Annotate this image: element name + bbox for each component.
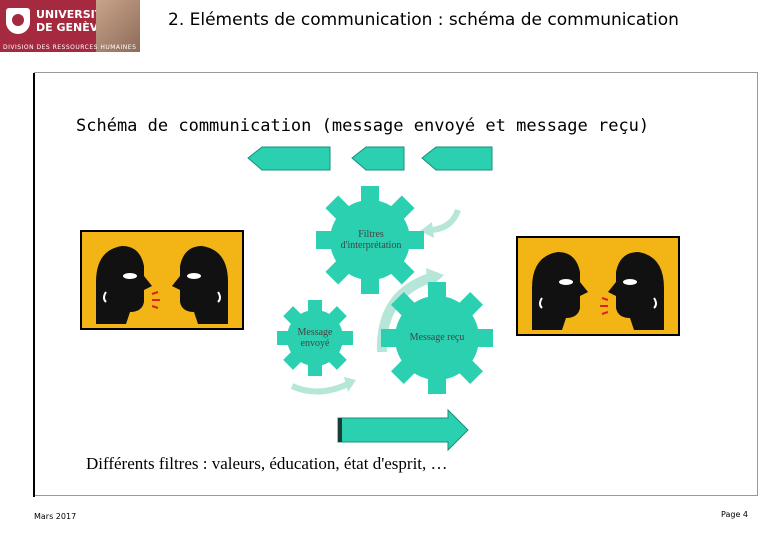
top-arrow-left-1 (248, 147, 330, 170)
top-arrow-left-3 (422, 147, 492, 170)
diagram-caption: Différents filtres : valeurs, éducation,… (86, 454, 448, 474)
bottom-arrow-bar (338, 418, 342, 442)
face-panel-right (516, 236, 680, 336)
bottom-arrow-right (338, 410, 468, 450)
footer-date: Mars 2017 (34, 512, 76, 521)
face-panel-left (80, 230, 244, 330)
footer-page-number: Page 4 (721, 510, 748, 519)
curved-arrow-lower (292, 384, 348, 392)
talking-heads-icon (518, 238, 678, 334)
gear-sent-label: Message envoyé (285, 327, 345, 349)
gear-received-label: Message reçu (395, 332, 479, 343)
gear-filters-label: Filtres d'interprétation (326, 229, 416, 251)
top-arrow-left-2 (352, 147, 404, 170)
talking-heads-icon (82, 232, 242, 328)
curved-arrow-upper-right (432, 210, 458, 230)
